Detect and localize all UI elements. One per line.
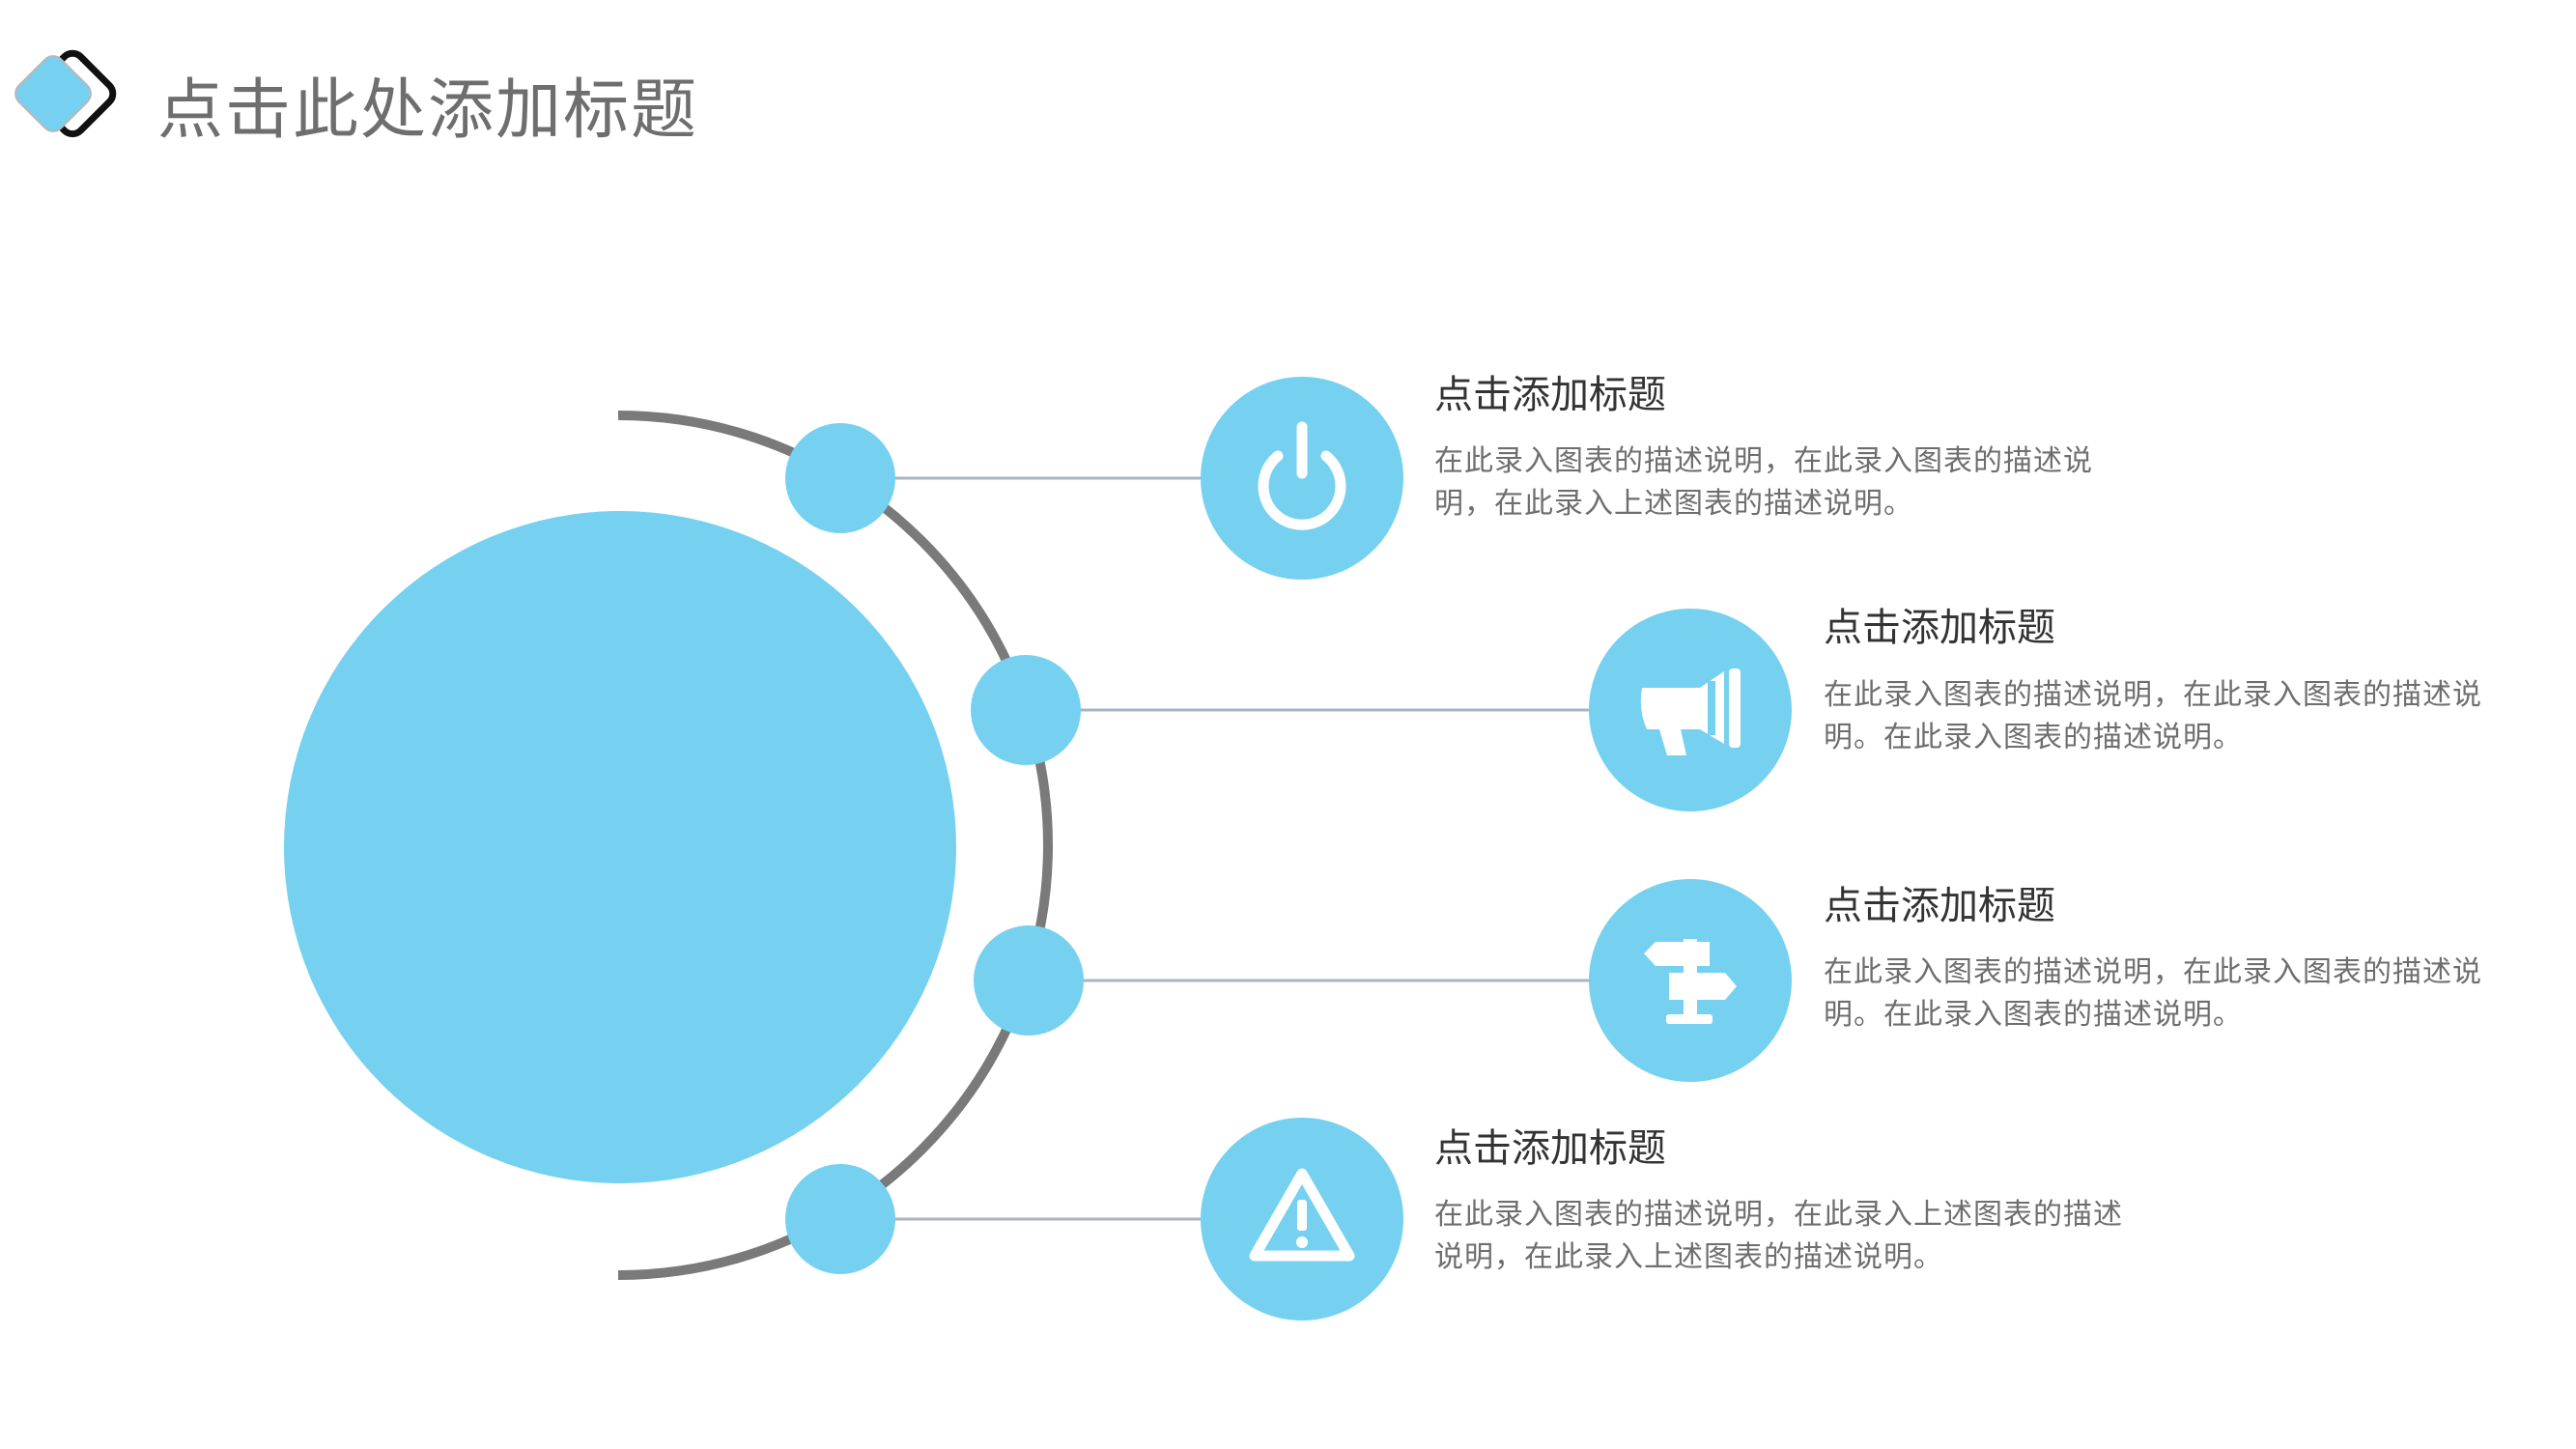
signpost-icon (1644, 939, 1737, 1024)
item-4-title: 点击添加标题 (1434, 1126, 1666, 1171)
item-3-title: 点击添加标题 (1824, 884, 2055, 928)
warning-icon (1249, 1168, 1355, 1262)
arc-node-2 (971, 655, 1081, 765)
arc-node-1 (785, 423, 895, 533)
double-diamond-logo (14, 49, 117, 138)
arc-node-3 (974, 925, 1084, 1036)
item-1-title: 点击添加标题 (1434, 373, 1666, 417)
center-circle (284, 511, 956, 1183)
page-title: 点击此处添加标题 (157, 72, 699, 149)
megaphone-icon (1640, 668, 1741, 755)
arc-node-4 (785, 1164, 895, 1274)
item-3-description: 在此录入图表的描述说明，在此录入图表的描述说明。在此录入图表的描述说明。 (1824, 955, 2482, 1032)
power-icon (1258, 421, 1346, 530)
item-2-title: 点击添加标题 (1824, 606, 2055, 650)
item-1-description: 在此录入图表的描述说明，在此录入图表的描述说明，在此录入上述图表的描述说明。 (1434, 444, 2093, 521)
item-4-description: 在此录入图表的描述说明，在此录入上述图表的描述说明，在此录入上述图表的描述说明。 (1434, 1198, 2123, 1274)
item-2-description: 在此录入图表的描述说明，在此录入图表的描述说明。在此录入图表的描述说明。 (1824, 678, 2482, 754)
